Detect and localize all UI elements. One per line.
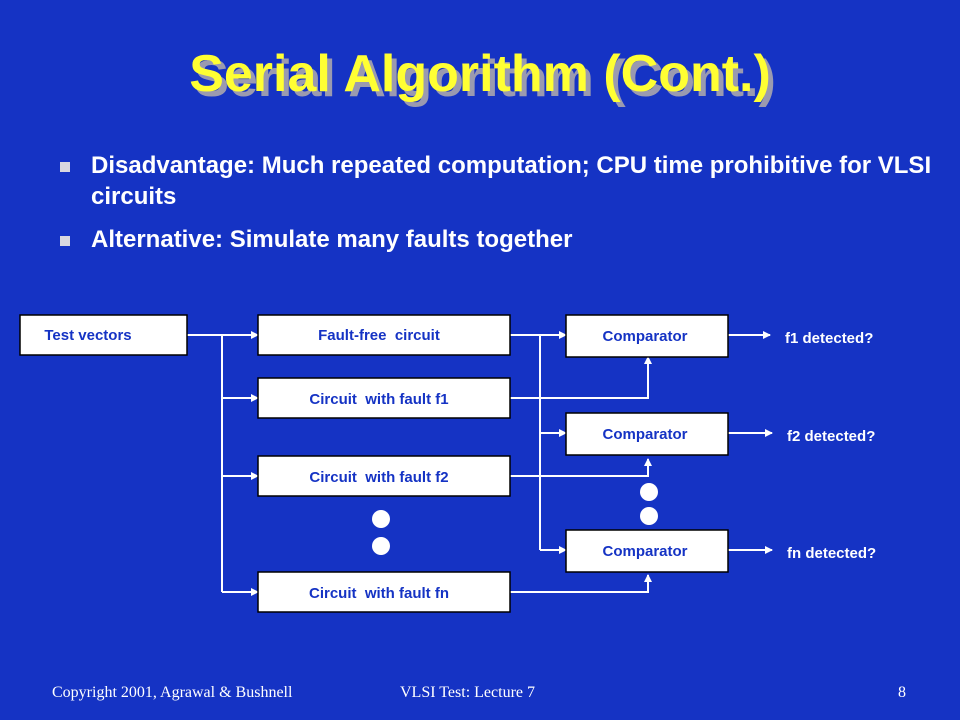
footer-page-number: 8 xyxy=(898,684,906,701)
bullet-disadvantage: Disadvantage: Much repeated computation;… xyxy=(56,150,936,212)
comparator-2-label: Comparator xyxy=(602,426,687,443)
f1-detected-label: f1 detected? xyxy=(785,330,873,347)
comparator-2-box: Comparator xyxy=(565,412,729,456)
footer-copyright: Copyright 2001, Agrawal & Bushnell xyxy=(52,684,293,701)
circuit-fault-f1-label: Circuit with fault f1 xyxy=(309,391,448,408)
circuit-fault-f2-label: Circuit with fault f2 xyxy=(309,469,448,486)
test-vectors-box: Test vectors xyxy=(19,314,188,356)
slide-title: Serial Algorithm (Cont.) xyxy=(189,45,771,103)
connection-wires xyxy=(187,331,773,596)
footer-course: VLSI Test: Lecture 7 xyxy=(400,684,535,701)
circuit-fault-fn-label: Circuit with fault fn xyxy=(309,585,449,602)
bullet-list: Disadvantage: Much repeated computation;… xyxy=(56,150,936,267)
fn-detected-label: fn detected? xyxy=(787,545,876,562)
test-vectors-label: Test vectors xyxy=(44,327,131,344)
comparators-ellipsis-dots xyxy=(640,483,658,525)
bullet-text: Alternative: Simulate many faults togeth… xyxy=(91,226,573,253)
bullet-alternative: Alternative: Simulate many faults togeth… xyxy=(56,224,936,255)
circuit-fault-f2-box: Circuit with fault f2 xyxy=(257,455,511,497)
f2-detected-label: f2 detected? xyxy=(787,428,875,445)
comparator-n-box: Comparator xyxy=(565,529,729,573)
comparator-1-label: Comparator xyxy=(602,328,687,345)
circuit-fault-f1-box: Circuit with fault f1 xyxy=(257,377,511,419)
square-bullet-icon xyxy=(60,236,70,246)
circuit-fault-fn-box: Circuit with fault fn xyxy=(257,571,511,613)
fault-free-circuit-label: Fault-free circuit xyxy=(318,327,440,344)
square-bullet-icon xyxy=(60,162,70,172)
bullet-text: Disadvantage: Much repeated computation;… xyxy=(91,152,932,210)
fault-free-circuit-box: Fault-free circuit xyxy=(257,314,511,356)
comparator-n-label: Comparator xyxy=(602,543,687,560)
circuits-ellipsis-dots xyxy=(372,510,390,555)
comparator-1-box: Comparator xyxy=(565,314,729,358)
